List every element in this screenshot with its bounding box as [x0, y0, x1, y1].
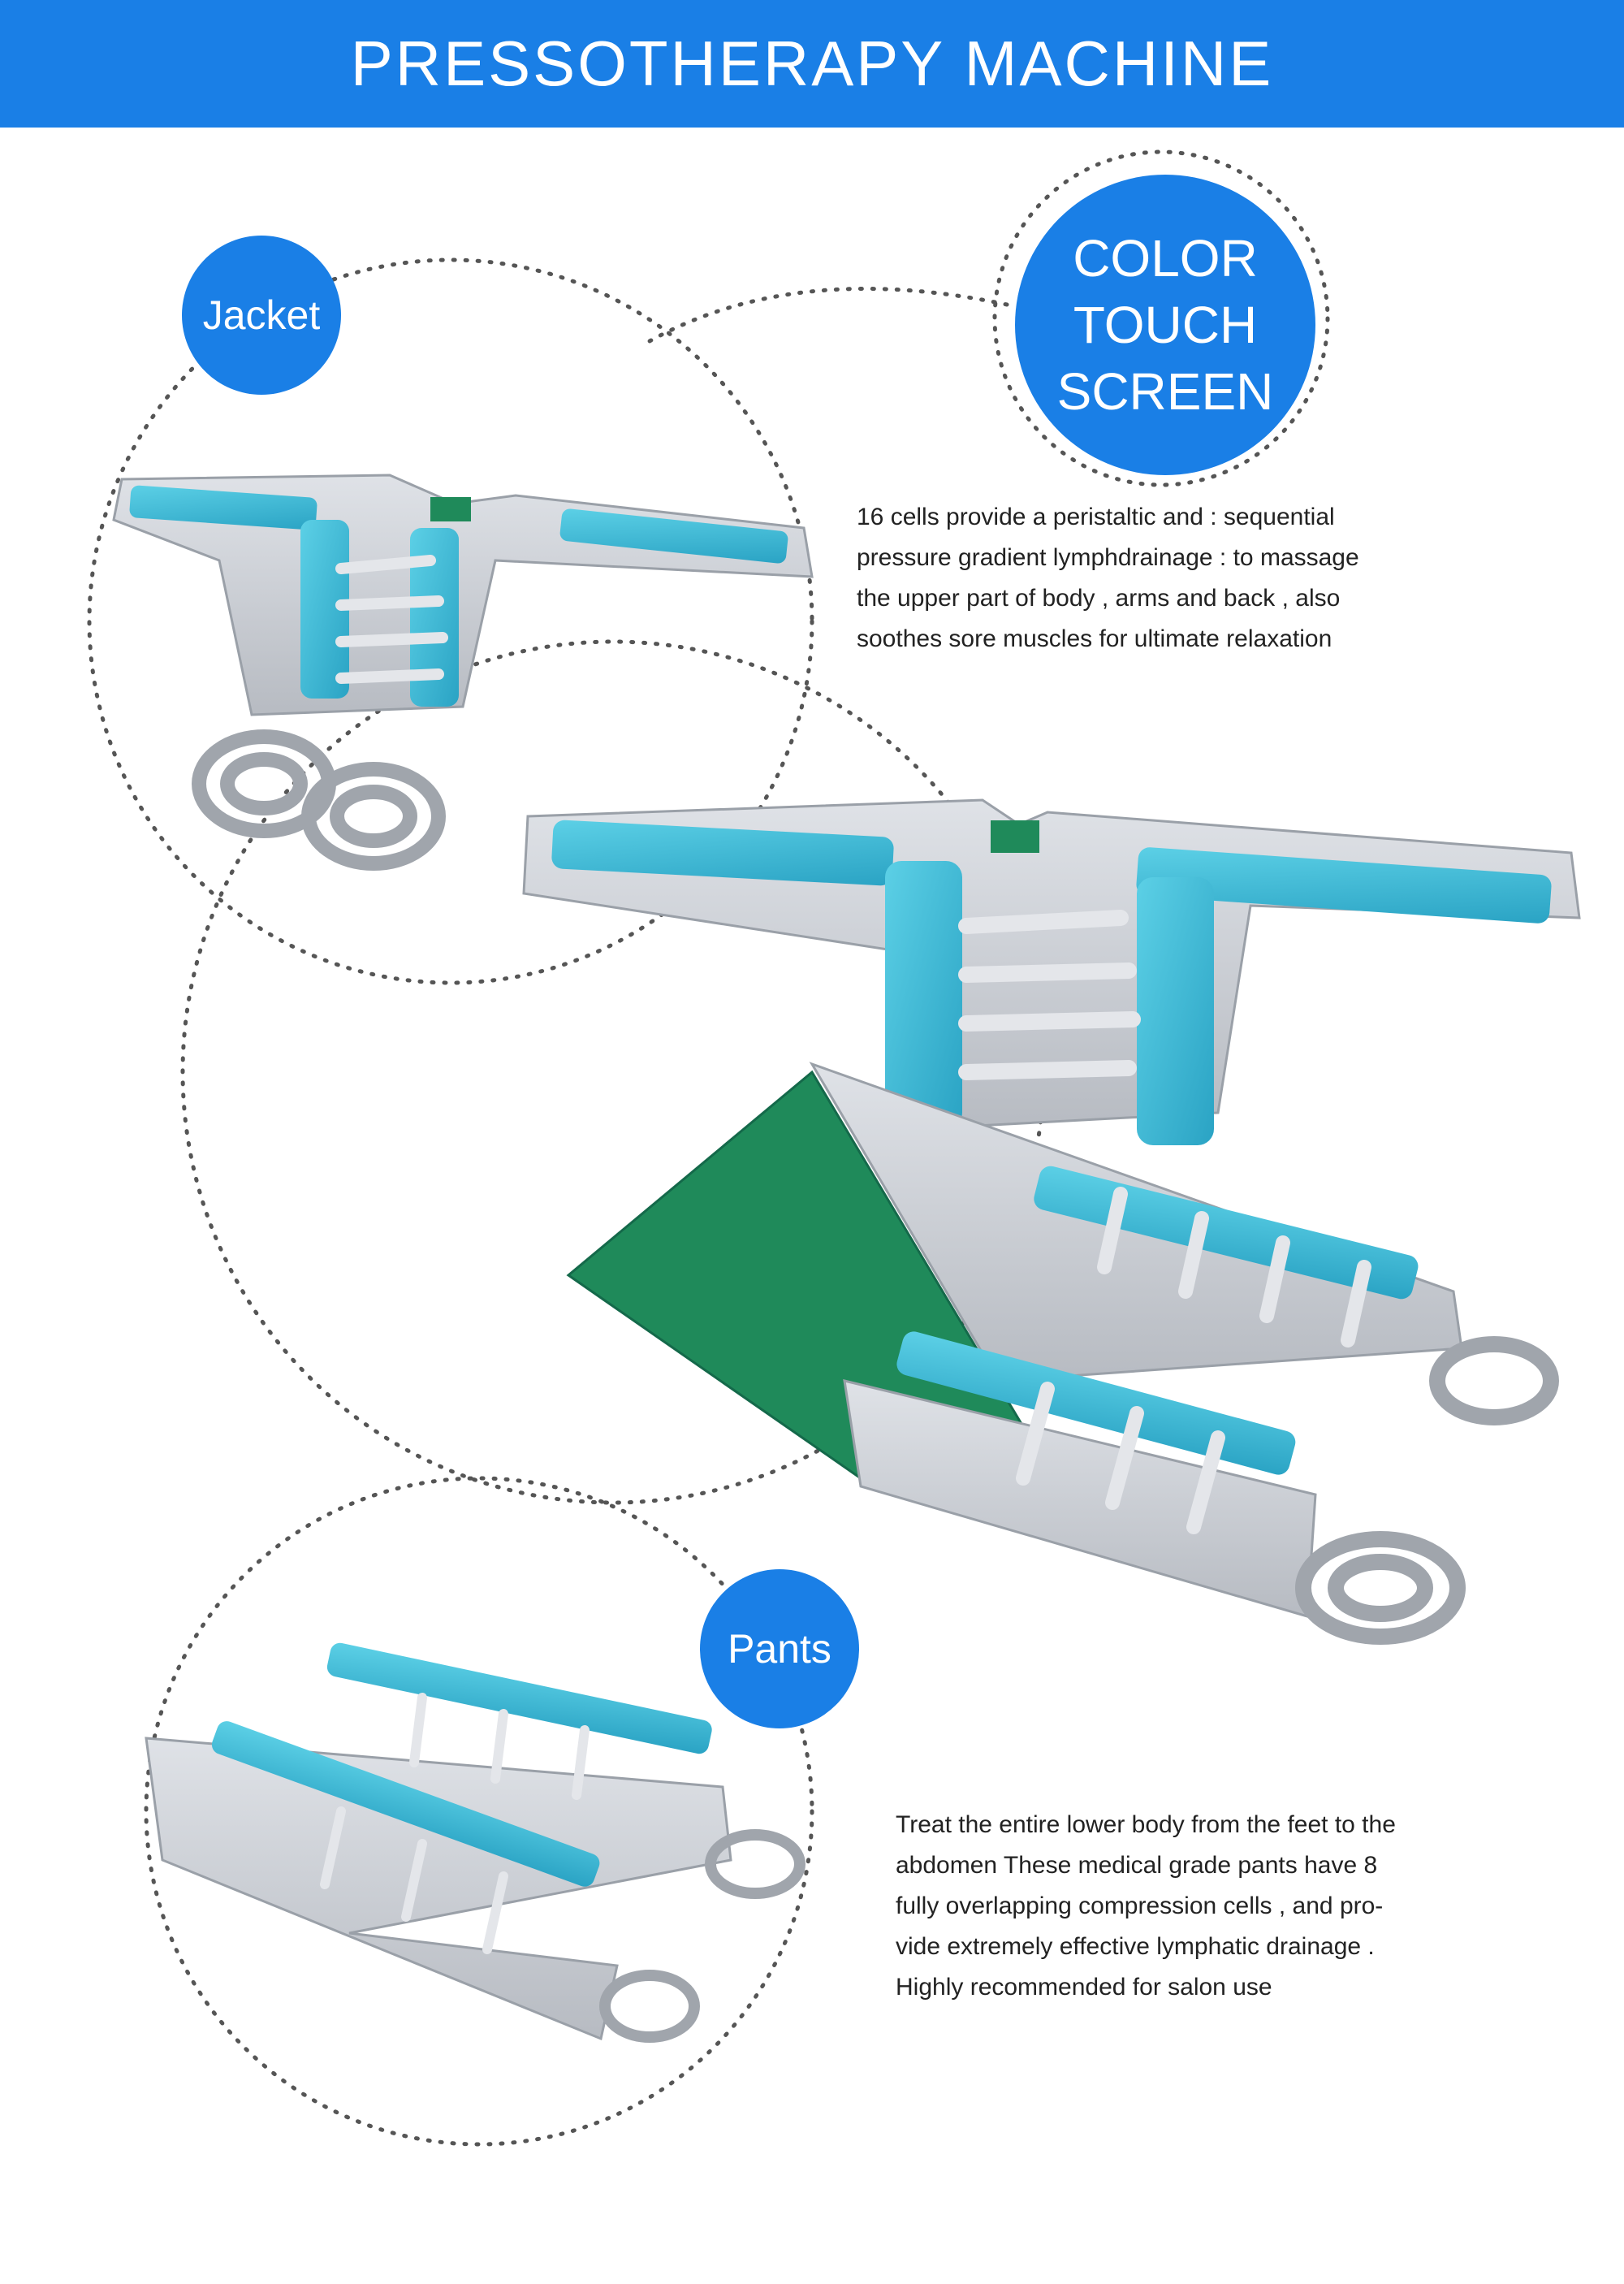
badge-line-screen: SCREEN	[1056, 362, 1274, 421]
large-suit-image	[522, 798, 1581, 1645]
pants-description: Treat the entire lower body from the fee…	[896, 1811, 1396, 2001]
small-jacket-image	[112, 474, 814, 871]
pants-badge: Pants	[700, 1569, 859, 1728]
color-touch-screen-badge: COLOR TOUCH SCREEN	[1015, 175, 1315, 475]
jacket-badge: Jacket	[182, 236, 341, 395]
pants-dotted-circle	[144, 1476, 814, 2147]
jacket-dotted-circle	[87, 257, 814, 985]
jacket-description: 16 cells provide a peristaltic and : seq…	[857, 504, 1359, 652]
badge-line-color: COLOR	[1073, 229, 1258, 288]
header-banner	[0, 0, 1624, 128]
badge-line-touch: TOUCH	[1073, 296, 1258, 354]
connector-dotted-arc	[647, 286, 1009, 344]
screen-dotted-circle	[992, 149, 1330, 487]
small-pants-image	[145, 1642, 806, 2043]
page-title: PRESSOTHERAPY MACHINE	[350, 28, 1274, 99]
